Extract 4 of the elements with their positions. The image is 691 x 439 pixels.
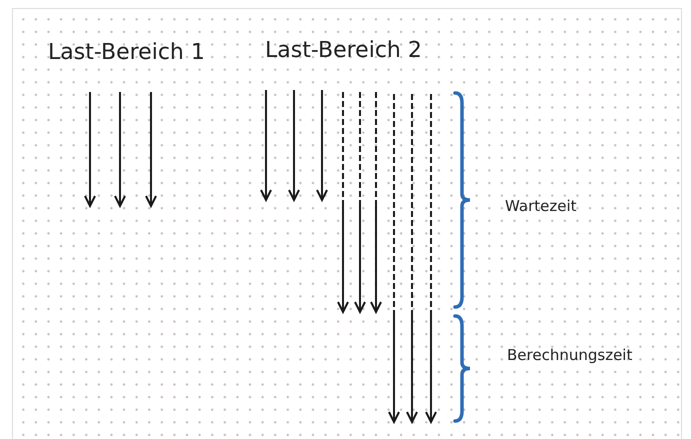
heading: Last-Bereich 2 — [265, 38, 422, 63]
heading: Last-Bereich 1 — [48, 40, 205, 65]
bracket-label: Berechnungszeit — [507, 346, 632, 364]
bracket-label: Wartezeit — [505, 197, 576, 215]
